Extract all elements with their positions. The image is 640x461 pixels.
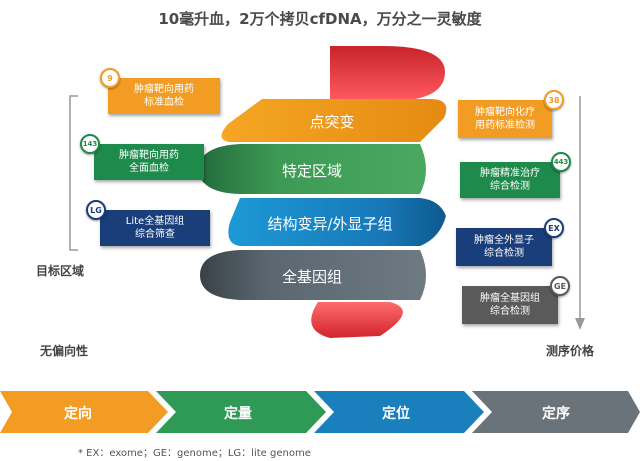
ribbon-label-1: 点突变 [309, 113, 355, 131]
right-card-3-badge: EX [544, 218, 564, 238]
process-step-2-label: 定量 [224, 406, 252, 422]
footnote: * EX：exome；GE：genome；LG：lite genome [78, 448, 311, 459]
process-step-2-shape [156, 391, 326, 433]
process-step-3-label: 定位 [382, 406, 410, 422]
left-card-3-badge: LG [86, 200, 106, 220]
ribbon-label-3: 结构变异/外显子组 [267, 215, 393, 233]
right-card-4: 肿瘤全基因组 综合检测 [462, 286, 558, 324]
process-step-1-shape [0, 391, 168, 433]
ribbon-band-3 [228, 198, 446, 246]
left-card-1: 肿瘤靶向用药 标准血检 [108, 78, 220, 114]
ribbon-band-1 [221, 99, 447, 142]
right-card-3-label: 肿瘤全外显子 综合检测 [474, 235, 534, 259]
page-title: 10毫升血，2万个拷贝cfDNA，万分之一灵敏度 [158, 10, 482, 28]
process-step-4-shape [472, 391, 640, 433]
right-card-2-badge: 443 [551, 152, 571, 172]
right-card-3: 肿瘤全外显子 综合检测 [456, 228, 552, 266]
process-step-3-shape [314, 391, 484, 433]
right-card-2: 肿瘤精准治疗 综合检测 [460, 162, 560, 198]
right-card-2-label: 肿瘤精准治疗 综合检测 [480, 168, 540, 192]
left-card-2-label: 肿瘤靶向用药 全面血检 [119, 150, 179, 174]
process-step-1-label: 定向 [64, 406, 92, 422]
price-arrow-head [575, 318, 585, 330]
ribbon-band-4 [200, 250, 426, 300]
left-card-2-badge: 143 [80, 134, 100, 154]
left-card-2: 肿瘤靶向用药 全面血检 [94, 144, 204, 180]
ribbon-label-2: 特定区域 [281, 162, 342, 180]
process-step-4-label: 定序 [542, 406, 570, 422]
ribbon-band-2 [198, 144, 426, 194]
left-card-1-badge: 9 [100, 68, 120, 88]
unbiased-label: 无偏向性 [40, 344, 89, 358]
target-region-label: 目标区域 [36, 264, 85, 278]
ribbon-top-fold [330, 46, 445, 101]
price-label: 测序价格 [546, 344, 595, 358]
right-card-4-badge: GE [550, 276, 570, 296]
right-card-1-label: 肿瘤靶向化疗 用药标准检测 [475, 107, 535, 131]
right-card-4-label: 肿瘤全基因组 综合检测 [480, 293, 540, 317]
left-card-3: Lite全基因组 综合筛查 [100, 210, 210, 246]
target-region-bracket [69, 95, 78, 251]
ribbon-bottom-fold [311, 302, 403, 338]
left-card-1-label: 肿瘤靶向用药 标准血检 [134, 84, 194, 108]
left-card-3-label: Lite全基因组 综合筛查 [125, 216, 185, 240]
right-card-1-badge: 38 [544, 90, 564, 110]
ribbon-label-4: 全基因组 [281, 268, 342, 286]
right-card-1: 肿瘤靶向化疗 用药标准检测 [458, 100, 552, 138]
